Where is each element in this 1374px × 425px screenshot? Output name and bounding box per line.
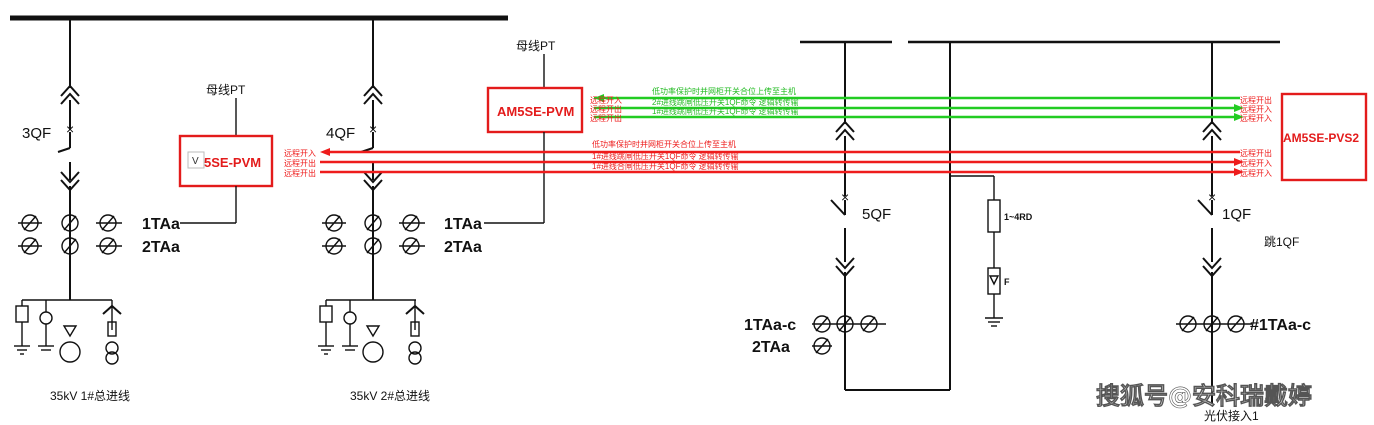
watermark: 搜狐号@安科瑞戴婷: [1096, 382, 1312, 410]
ct-group-2taa: [322, 237, 425, 255]
green-right-3: 远程开入: [1240, 114, 1272, 123]
ct-2taa-left-label: 2TAa: [752, 339, 790, 356]
red-right-1: 远程开出: [1240, 148, 1272, 158]
arrester-label: F: [1004, 277, 1010, 287]
red-arrow-right: [1234, 158, 1244, 166]
ct-1taa-label: 1TAa: [142, 216, 180, 233]
trip-1qf-label: 跳1QF: [1264, 235, 1299, 249]
ct-1taac-right-label: #1TAa-c: [1250, 317, 1311, 334]
pvm-device-left: 母线PT V 5SE-PVM: [178, 83, 274, 224]
red-right-3: 远程开入: [1240, 169, 1272, 178]
feeder-2: × 4QF 1TAa 2TAa 35kV 2#总进线: [318, 18, 482, 403]
feeder-2-name: 35kV 2#总进线: [350, 389, 430, 403]
red-signal-bundle: 远程开入 远程开出 远程开出 低功率保护时并网柜开关合位上传至主机 1#进线跳闸…: [284, 139, 1272, 178]
branch-5qf: × 5QF 1TAa-c 2TAa: [744, 42, 951, 391]
red-center-3: 1#进线合闸低压开关1QF命令 逻辑转传输: [592, 161, 739, 171]
breaker-5qf-label: 5QF: [862, 206, 891, 223]
ct-2taa-label: 2TAa: [444, 239, 482, 256]
green-center-2: 2#进线跳闸低压开关1QF命令 逻辑转传输: [652, 97, 799, 107]
green-left-3: 远程开出: [590, 113, 622, 123]
ct-group-1taa: [18, 214, 122, 232]
breaker-4qf-label: 4QF: [326, 125, 355, 142]
green-left-1: 远程开入: [590, 96, 622, 105]
pvs2-device: AM5SE-PVS2: [1280, 92, 1368, 182]
green-left-2: 远程开出: [590, 104, 622, 114]
pt-label-mid: 母线PT: [516, 39, 556, 53]
green-arrow-right: [1234, 113, 1244, 121]
ct-group-2taa: [18, 237, 122, 255]
pt-label-left: 母线PT: [206, 83, 246, 97]
red-right-2: 远程开入: [1240, 159, 1272, 168]
pvm-left-marker: V: [192, 156, 199, 167]
cross-mark: ×: [66, 121, 74, 137]
red-left-2: 远程开出: [284, 158, 316, 168]
red-arrow-left: [320, 148, 330, 156]
green-center-3: 1#进线跳闸低压开关1QF命令 逻辑转传输: [652, 106, 799, 116]
pv-access-label: 光伏接入1: [1204, 408, 1259, 423]
pvm-device-mid: 母线PT AM5SE-PVM: [484, 39, 584, 224]
pvm-left-label: 5SE-PVM: [204, 155, 261, 170]
cross-mark: ×: [1208, 189, 1216, 205]
red-left-1: 远程开入: [284, 149, 316, 158]
red-center-1: 低功率保护时并网柜开关合位上传至主机: [592, 139, 736, 149]
red-left-3: 远程开出: [284, 168, 316, 178]
breaker-3qf-label: 3QF: [22, 125, 51, 142]
feeder-1-name: 35kV 1#总进线: [50, 389, 130, 403]
breaker-1qf-label: 1QF: [1222, 206, 1251, 223]
ct-1taa-label: 1TAa: [444, 216, 482, 233]
green-arrow-left: [594, 94, 604, 102]
ct-group-1taa: [322, 214, 425, 232]
red-arrow-right: [1234, 168, 1244, 176]
feeder-1: × 3QF 1TAa 2TAa 35kV 1#: [14, 18, 180, 403]
branch-1qf: × 1QF 跳1QF #1TAa-c 光伏接入1: [1176, 42, 1311, 423]
cross-mark: ×: [841, 189, 849, 205]
red-center-2: 1#进线跳闸低压开关1QF命令 逻辑转传输: [592, 151, 739, 161]
green-right-1: 远程开出: [1240, 95, 1272, 105]
fuse-label: 1~4RD: [1004, 212, 1033, 222]
green-right-2: 远程开入: [1240, 105, 1272, 114]
pvm-mid-label: AM5SE-PVM: [497, 104, 574, 119]
green-signal-bundle: 远程开入 远程开出 远程开出 低功率保护时并网柜开关合位上传至主机 2#进线跳闸…: [590, 86, 1272, 123]
cross-mark: ×: [369, 121, 377, 137]
pvs2-label: AM5SE-PVS2: [1283, 131, 1359, 145]
ct-2taa-label: 2TAa: [142, 239, 180, 256]
branch-fuse-arrester: 1~4RD F: [950, 175, 1033, 327]
green-arrow-right: [1234, 104, 1244, 112]
ct-1taac-left-label: 1TAa-c: [744, 317, 796, 334]
green-center-1: 低功率保护时并网柜开关合位上传至主机: [652, 86, 796, 96]
